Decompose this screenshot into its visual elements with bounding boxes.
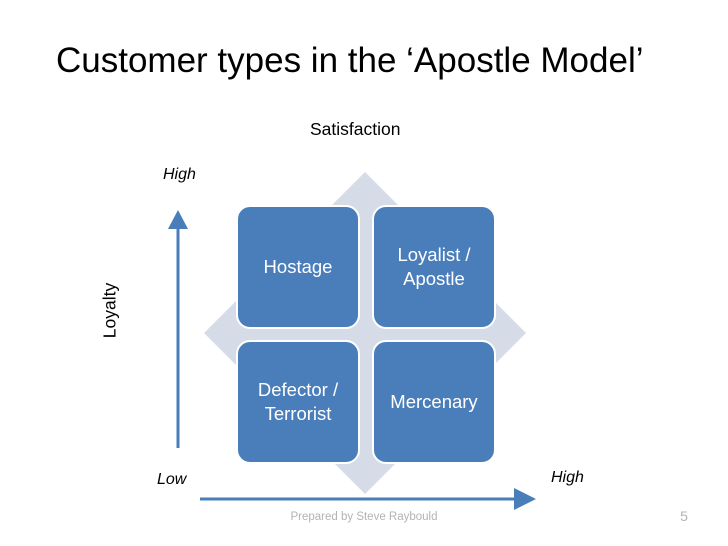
quadrant-loyalist-apostle-label: Loyalist / Apostle <box>397 243 470 291</box>
x-axis-arrow-icon <box>200 488 536 510</box>
x-axis-label: Satisfaction <box>310 119 401 139</box>
quadrant-defector-terrorist-line1: Defector / <box>257 379 339 400</box>
quadrant-loyalist-apostle-line1: Loyalist / <box>397 244 471 265</box>
quadrant-mercenary[interactable]: Mercenary <box>372 340 496 464</box>
y-axis-arrow-icon <box>168 210 188 448</box>
y-axis-label: Loyalty <box>99 282 120 339</box>
x-axis-high-label: High <box>551 469 584 486</box>
quadrant-loyalist-apostle[interactable]: Loyalist / Apostle <box>372 205 496 329</box>
quadrant-mercenary-label: Mercenary <box>390 391 478 412</box>
four-way-arrow-icon <box>204 172 526 494</box>
footer-credit: Prepared by Steve Raybould <box>290 511 438 523</box>
quadrant-hostage-label: Hostage <box>263 256 333 277</box>
page-title: Customer types in the ‘Apostle Model’ <box>56 41 644 80</box>
quadrant-loyalist-apostle-line2: Apostle <box>403 268 465 289</box>
quadrant-hostage[interactable]: Hostage <box>236 205 360 329</box>
y-axis-high-label: High <box>163 166 196 183</box>
quadrant-defector-terrorist-label: Defector / Terrorist <box>258 378 338 426</box>
quadrant-defector-terrorist[interactable]: Defector / Terrorist <box>236 340 360 464</box>
quadrant-defector-terrorist-line2: Terrorist <box>264 403 332 424</box>
page-number: 5 <box>680 508 688 524</box>
y-axis-low-label: Low <box>157 471 187 488</box>
